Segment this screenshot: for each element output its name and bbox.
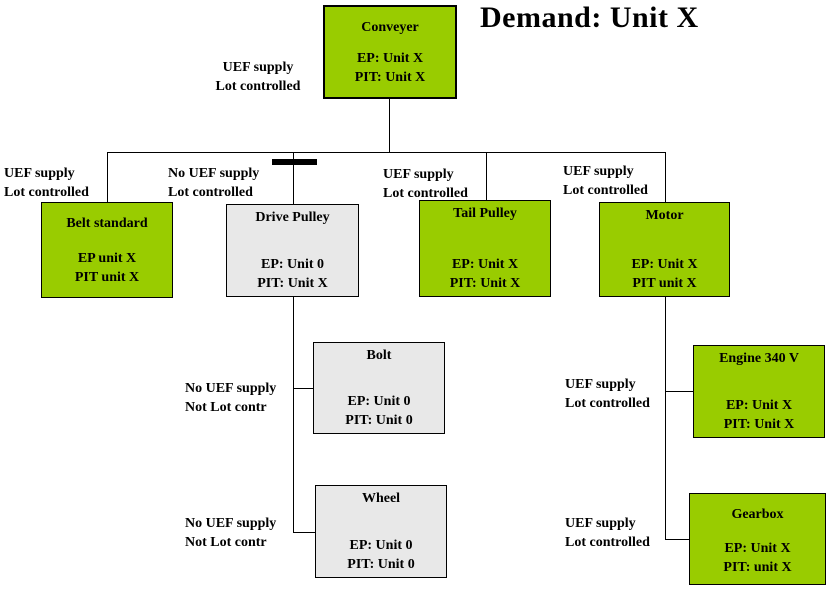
connector-bus bbox=[107, 152, 666, 153]
node-tail-pulley: Tail Pulley EP: Unit X PIT: Unit X bbox=[419, 200, 551, 297]
node-ep: EP unit X bbox=[77, 251, 137, 266]
node-motor: Motor EP: Unit X PIT unit X bbox=[599, 202, 730, 297]
connector-belt-drop bbox=[107, 152, 108, 203]
node-conveyer: Conveyer EP: Unit X PIT: Unit X bbox=[323, 5, 457, 99]
node-title: Tail Pulley bbox=[453, 206, 517, 221]
edge-label-drive-pulley: No UEF supply Lot controlled bbox=[168, 164, 259, 202]
edge-label-line1: UEF supply bbox=[4, 166, 75, 181]
node-values: EP: Unit 0 PIT: Unit 0 bbox=[314, 392, 444, 430]
edge-label-motor: UEF supply Lot controlled bbox=[563, 162, 648, 200]
edge-label-line2: Not Lot contr bbox=[185, 535, 267, 550]
connector-tail-pulley-drop bbox=[486, 152, 487, 201]
edge-label-gearbox: UEF supply Lot controlled bbox=[565, 514, 650, 552]
node-pit: PIT: unit X bbox=[723, 560, 792, 575]
connector-drive-pulley-drop bbox=[293, 152, 294, 205]
node-values: EP: Unit X PIT unit X bbox=[600, 255, 729, 293]
node-pit: PIT: Unit X bbox=[257, 276, 328, 291]
edge-label-bolt: No UEF supply Not Lot contr bbox=[185, 379, 276, 417]
node-values: EP: Unit X PIT: Unit X bbox=[694, 396, 824, 434]
edge-label-belt-standard: UEF supply Lot controlled bbox=[4, 164, 89, 202]
edge-label-line1: No UEF supply bbox=[185, 516, 277, 531]
edge-label-wheel: No UEF supply Not Lot contr bbox=[185, 514, 276, 552]
edge-label-engine-340v: UEF supply Lot controlled bbox=[565, 375, 650, 413]
page-title: Demand: Unit X bbox=[480, 1, 699, 34]
node-ep: EP: Unit 0 bbox=[261, 257, 324, 272]
edge-label-line1: UEF supply bbox=[565, 516, 636, 531]
edge-label-line1: UEF supply bbox=[565, 377, 636, 392]
edge-label-line2: Lot controlled bbox=[565, 535, 650, 550]
node-pit: PIT unit X bbox=[74, 270, 140, 285]
node-ep: EP: Unit X bbox=[725, 398, 793, 413]
node-title: Drive Pulley bbox=[255, 210, 330, 225]
connector-wheel-branch bbox=[293, 532, 316, 533]
node-pit: PIT: Unit X bbox=[354, 70, 426, 85]
node-gearbox: Gearbox EP: Unit X PIT: unit X bbox=[689, 493, 826, 585]
connector-motor-subtree bbox=[665, 296, 666, 540]
node-ep: EP: Unit X bbox=[724, 541, 791, 556]
no-supply-marker bbox=[272, 159, 317, 165]
edge-label-line2: Lot controlled bbox=[4, 185, 89, 200]
node-ep: EP: Unit X bbox=[631, 257, 698, 272]
node-engine-340v: Engine 340 V EP: Unit X PIT: Unit X bbox=[693, 345, 825, 438]
node-pit: PIT: Unit 0 bbox=[347, 557, 415, 572]
node-title: Engine 340 V bbox=[719, 351, 799, 366]
connector-gearbox-branch bbox=[665, 539, 691, 540]
node-ep: EP: Unit X bbox=[356, 51, 424, 66]
node-drive-pulley: Drive Pulley EP: Unit 0 PIT: Unit X bbox=[226, 204, 359, 297]
node-title: Wheel bbox=[361, 491, 401, 506]
edge-label-line1: UEF supply bbox=[222, 60, 294, 75]
node-title: Conveyer bbox=[361, 20, 419, 35]
node-values: EP: Unit 0 PIT: Unit 0 bbox=[316, 536, 446, 574]
node-title: Belt standard bbox=[66, 216, 148, 231]
node-ep: EP: Unit 0 bbox=[349, 538, 413, 553]
node-values: EP unit X PIT unit X bbox=[42, 249, 172, 287]
node-belt-standard: Belt standard EP unit X PIT unit X bbox=[41, 202, 173, 298]
edge-label-line2: Lot controlled bbox=[168, 185, 253, 200]
node-pit: PIT unit X bbox=[632, 276, 697, 291]
node-pit: PIT: Unit X bbox=[723, 417, 795, 432]
node-pit: PIT: Unit 0 bbox=[345, 413, 413, 428]
edge-label-line1: UEF supply bbox=[563, 164, 634, 179]
edge-label-line1: No UEF supply bbox=[168, 166, 260, 181]
edge-label-line2: Lot controlled bbox=[565, 396, 650, 411]
node-ep: EP: Unit 0 bbox=[347, 394, 411, 409]
node-title: Motor bbox=[645, 208, 684, 223]
node-values: EP: Unit X PIT: Unit X bbox=[325, 49, 455, 87]
node-values: EP: Unit X PIT: unit X bbox=[690, 539, 825, 577]
node-values: EP: Unit X PIT: Unit X bbox=[420, 255, 550, 293]
node-ep: EP: Unit X bbox=[451, 257, 519, 272]
connector-bolt-branch bbox=[293, 388, 314, 389]
edge-label-tail-pulley: UEF supply Lot controlled bbox=[383, 165, 468, 203]
connector-engine-branch bbox=[665, 391, 694, 392]
connector-conveyer-drop bbox=[389, 99, 390, 152]
edge-label-conveyer-supply: UEF supply Lot controlled bbox=[193, 58, 323, 96]
node-wheel: Wheel EP: Unit 0 PIT: Unit 0 bbox=[315, 485, 447, 578]
node-title: Gearbox bbox=[731, 507, 784, 522]
edge-label-line1: No UEF supply bbox=[185, 381, 277, 396]
node-title: Bolt bbox=[366, 348, 392, 363]
edge-label-line2: Not Lot contr bbox=[185, 400, 267, 415]
edge-label-line2: Lot controlled bbox=[215, 79, 301, 94]
node-values: EP: Unit 0 PIT: Unit X bbox=[227, 255, 358, 293]
connector-drive-pulley-subtree bbox=[293, 296, 294, 533]
edge-label-line2: Lot controlled bbox=[563, 183, 648, 198]
edge-label-line1: UEF supply bbox=[383, 167, 454, 182]
node-bolt: Bolt EP: Unit 0 PIT: Unit 0 bbox=[313, 342, 445, 434]
node-pit: PIT: Unit X bbox=[449, 276, 521, 291]
connector-motor-drop bbox=[665, 152, 666, 203]
edge-label-line2: Lot controlled bbox=[383, 186, 468, 201]
